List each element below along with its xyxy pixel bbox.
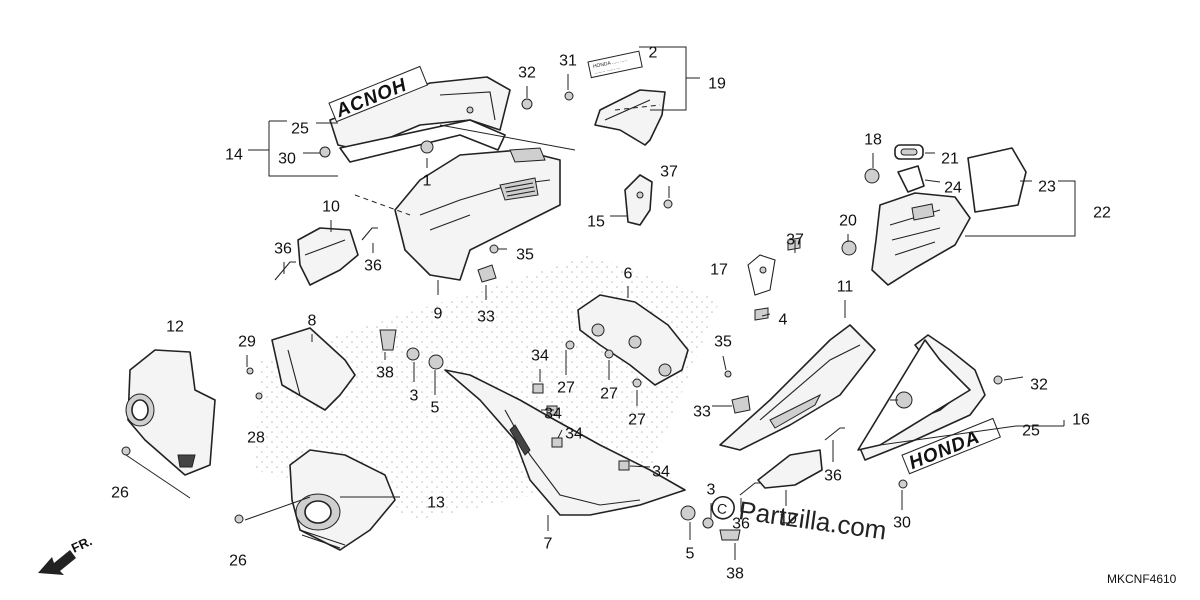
callout-c27a: 27 (557, 380, 575, 397)
callout-c11: 11 (837, 279, 854, 296)
callout-c35a: 35 (516, 247, 534, 264)
grommet-24-part (897, 165, 925, 193)
small-cover-right-part (757, 449, 823, 489)
callout-c2: 2 (649, 45, 658, 62)
callout-c18: 18 (864, 132, 882, 149)
callout-c37a: 37 (660, 164, 678, 181)
callout-c8: 8 (308, 313, 317, 330)
callout-c35b: 35 (714, 334, 732, 351)
callout-c27c: 27 (628, 412, 646, 429)
callout-c3b: 3 (707, 482, 716, 499)
callout-c15: 15 (587, 214, 605, 231)
callout-c24: 24 (944, 180, 962, 197)
callout-c28: 28 (247, 430, 265, 447)
callout-c4: 4 (779, 312, 788, 329)
bracket-17-part (747, 254, 776, 296)
callout-c25a: 25 (291, 121, 309, 138)
svg-text:........ ...... ...: ........ ...... ... (594, 64, 621, 75)
callout-c32a: 32 (518, 65, 536, 82)
callout-c23: 23 (1038, 179, 1056, 196)
sticker-2: HONDA ..... ..... ........ ...... ... (587, 50, 643, 79)
callout-c22: 22 (1093, 205, 1111, 222)
bracket-15-part (624, 174, 653, 226)
callout-c30a: 30 (278, 151, 296, 168)
callout-c1: 1 (423, 173, 432, 190)
inner-cover-part (354, 124, 576, 281)
bracket-6-part (577, 294, 689, 386)
callout-c16: 16 (1072, 412, 1090, 429)
panel-23-part (967, 147, 1027, 213)
callout-c38b: 38 (726, 566, 744, 583)
front-direction-arrow: FR. (38, 533, 94, 575)
callout-c36a: 36 (274, 241, 292, 258)
callout-c27b: 27 (600, 386, 618, 403)
callout-c31: 31 (559, 53, 577, 70)
callout-c36c: 36 (824, 468, 842, 485)
callout-c34d: 34 (652, 464, 670, 481)
callout-c37b: 37 (786, 232, 804, 249)
callout-c17: 17 (710, 262, 728, 279)
callout-c9: 9 (434, 306, 443, 323)
callout-c26a: 26 (111, 485, 129, 502)
lower-front-panel-part (289, 449, 396, 551)
front-direction-label: FR. (69, 533, 94, 555)
callout-c10b: 10 (779, 511, 797, 528)
callout-c25b: 25 (1022, 423, 1040, 440)
callout-c34a: 34 (531, 348, 549, 365)
right-lower-inner-part (719, 324, 876, 451)
svg-text:C: C (716, 500, 728, 517)
callout-c5b: 5 (686, 546, 695, 563)
upper-left-cover-part (329, 76, 511, 163)
panel-8-part (271, 327, 356, 411)
callout-c12: 12 (166, 319, 184, 336)
center-lower-cover-part (444, 369, 686, 516)
fasteners (121, 91, 1003, 541)
callout-c36d: 36 (732, 516, 750, 533)
watermark-text: Partzilla.com (737, 495, 889, 545)
callout-c30b: 30 (893, 515, 911, 532)
callout-c10a: 10 (322, 199, 340, 216)
callout-c21: 21 (941, 151, 959, 168)
bracket-19-part (594, 89, 666, 146)
callout-c6: 6 (624, 266, 633, 283)
small-cover-left-part (297, 227, 359, 286)
callout-c3a: 3 (410, 388, 419, 405)
right-lower-cover-part (857, 334, 986, 461)
callout-c32b: 32 (1030, 377, 1048, 394)
callout-c20: 20 (839, 213, 857, 230)
callout-c19: 19 (708, 76, 726, 93)
callout-c33a: 33 (477, 309, 495, 326)
catalog-code: MKCNF4610 (1107, 572, 1177, 586)
leader-lines (125, 46, 1076, 560)
callout-c13: 13 (427, 495, 445, 512)
callout-c7: 7 (544, 536, 553, 553)
callout-c5a: 5 (431, 400, 440, 417)
callout-c29: 29 (238, 334, 256, 351)
callout-c36b: 36 (364, 258, 382, 275)
grommet-21-part (894, 144, 924, 160)
callout-c38a: 38 (376, 365, 394, 382)
callout-c14: 14 (225, 147, 243, 164)
left-lower-panel-part (125, 349, 216, 476)
callout-c33b: 33 (693, 404, 711, 421)
right-upper-cover-part (871, 192, 971, 286)
callout-c26b: 26 (229, 553, 247, 570)
callout-c34b: 34 (544, 406, 562, 423)
callout-c34c: 34 (565, 426, 583, 443)
